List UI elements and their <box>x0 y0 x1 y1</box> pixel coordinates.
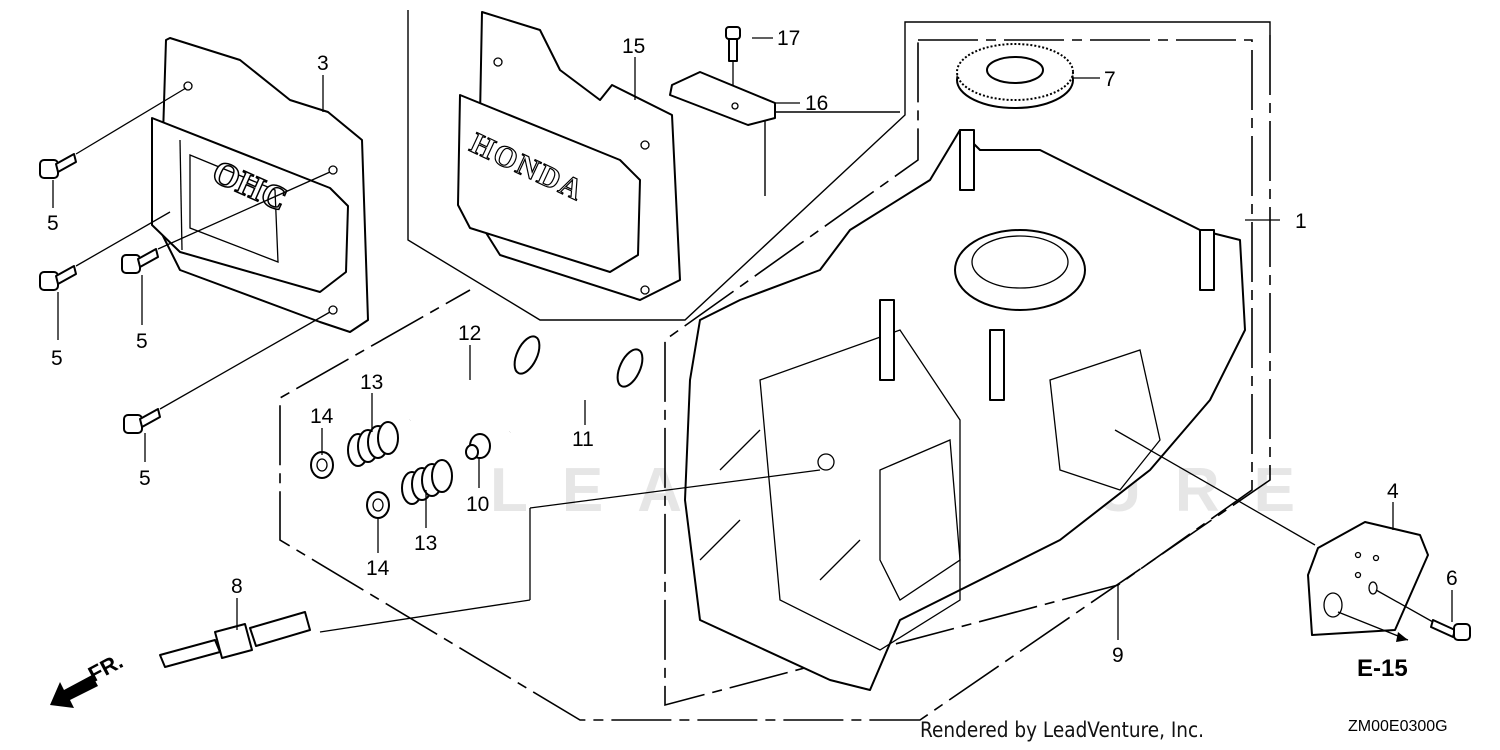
callout-5: 5 <box>139 467 151 490</box>
bracket-16[interactable] <box>669 71 776 126</box>
callout-6: 6 <box>1446 567 1458 590</box>
diagram-code: ZM00E0300G <box>1348 718 1448 735</box>
credit-text: Rendered by LeadVenture, Inc. <box>920 718 1205 742</box>
callout-8: 8 <box>231 575 243 598</box>
bolt-group-5[interactable] <box>39 87 331 434</box>
head-cover-honda[interactable] <box>457 11 681 301</box>
valve-spring-13a[interactable] <box>347 421 399 467</box>
stem-seal-10[interactable] <box>465 433 491 460</box>
callout-11: 11 <box>572 428 594 451</box>
callout-12: 12 <box>458 322 481 345</box>
callout-13: 13 <box>360 371 383 394</box>
callout-5: 5 <box>136 330 148 353</box>
reference-link[interactable]: E-15 <box>1357 655 1408 682</box>
callout-14: 14 <box>366 557 390 580</box>
callout-17: 17 <box>777 27 800 50</box>
callout-1: 1 <box>1295 210 1307 233</box>
callout-5: 5 <box>47 212 59 235</box>
callout-5: 5 <box>51 347 63 370</box>
head-cover-ohc[interactable] <box>151 37 369 333</box>
callout-15: 15 <box>622 35 645 58</box>
callout-9: 9 <box>1112 644 1124 667</box>
spring-retainer-14b[interactable] <box>366 491 390 519</box>
spark-plug-8[interactable] <box>159 469 821 668</box>
bolt-6[interactable] <box>1375 589 1471 641</box>
gasket-plate-4[interactable] <box>1307 521 1429 642</box>
callout-16: 16 <box>805 92 828 115</box>
callout-14: 14 <box>310 405 334 428</box>
intake-valve-12[interactable] <box>409 333 545 422</box>
leader-lines <box>52 37 1453 630</box>
cylinder-barrel[interactable] <box>684 129 1316 691</box>
callout-labels: 1 3 4 5 5 5 5 6 7 8 9 10 11 12 13 13 14 … <box>47 27 1458 667</box>
callout-7: 7 <box>1104 68 1116 91</box>
oil-seal-7[interactable] <box>956 43 1074 109</box>
front-arrow-icon <box>50 675 98 708</box>
callout-3: 3 <box>317 52 329 75</box>
exhaust-valve-11[interactable] <box>509 346 648 434</box>
valve-spring-13b[interactable] <box>401 459 453 505</box>
callout-13: 13 <box>414 532 437 555</box>
callout-4: 4 <box>1387 480 1399 503</box>
callout-10: 10 <box>466 493 489 516</box>
spring-retainer-14a[interactable] <box>310 451 334 479</box>
